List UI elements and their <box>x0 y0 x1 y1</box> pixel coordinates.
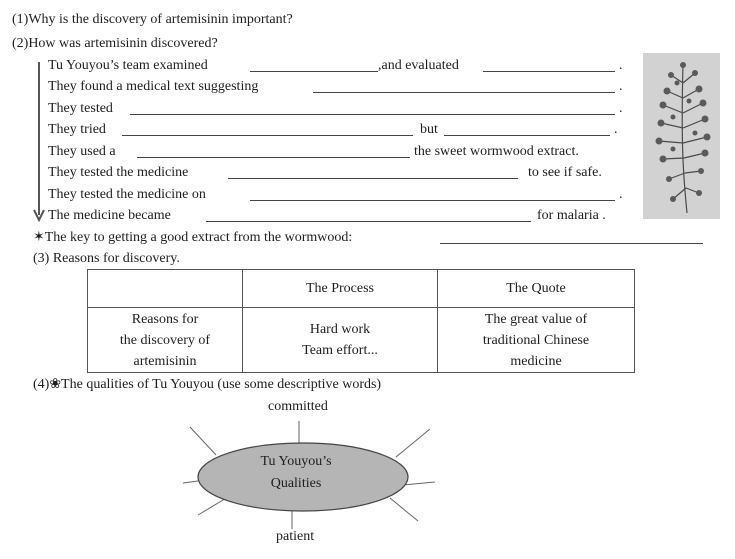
step-5-text: They used a <box>48 144 116 159</box>
blank-tried[interactable] <box>122 135 413 136</box>
step-1-text: Tu Youyou’s team examined <box>48 58 208 73</box>
blank-team-examined[interactable] <box>250 71 378 72</box>
sweet-wormwood-plant-icon <box>655 62 711 214</box>
quality-bottom-label: patient <box>276 529 315 544</box>
step-6-text-b: to see if safe. <box>528 165 602 180</box>
step-1-period: . <box>619 58 623 73</box>
question-4: (4)❀The qualities of Tu Youyou (use some… <box>33 377 382 392</box>
blank-tested[interactable] <box>130 114 615 115</box>
qualities-mind-map <box>182 421 436 529</box>
table-header-cell: The Quote <box>437 269 635 308</box>
blank-key-extract[interactable] <box>440 243 703 244</box>
table-header-cell <box>87 269 243 308</box>
table-header-row: The Process The Quote <box>87 269 635 308</box>
step-3-text: They tested <box>48 101 113 116</box>
blank-used-a[interactable] <box>137 157 410 158</box>
step-4-period: . <box>614 122 618 137</box>
key-extract-text: ✶The key to getting a good extract from … <box>33 230 353 245</box>
step-5-text-b: the sweet wormwood extract. <box>414 144 579 159</box>
step-2-period: . <box>619 79 623 94</box>
step-1-text-b: ,and evaluated <box>378 58 459 73</box>
qualities-ellipse <box>197 442 409 512</box>
blank-medicine-became[interactable] <box>206 221 531 222</box>
question-2: (2)How was artemisinin discovered? <box>12 36 218 51</box>
step-7-text: They tested the medicine on <box>48 187 206 202</box>
quality-top-label: committed <box>268 399 328 414</box>
step-2-text: They found a medical text suggesting <box>48 79 259 94</box>
step-8-text: The medicine became <box>48 208 171 223</box>
table-cell: Reasons for the discovery of artemisinin <box>87 307 243 373</box>
step-8-text-b: for malaria . <box>537 208 606 223</box>
table-row: Reasons for the discovery of artemisinin… <box>87 307 635 373</box>
qualities-center-label: Tu Youyou’s Qualities <box>260 454 332 491</box>
step-6-text: They tested the medicine <box>48 165 189 180</box>
blank-medical-text[interactable] <box>313 92 615 93</box>
step-4-text-b: but <box>420 122 438 137</box>
step-4-text: They tried <box>48 122 106 137</box>
mind-map-spokes <box>182 421 436 529</box>
step-7-period: . <box>619 187 623 202</box>
table-header-cell: The Process <box>242 269 438 308</box>
question-1: (1)Why is the discovery of artemisinin i… <box>12 12 293 27</box>
table-cell: The great value of traditional Chinese m… <box>437 307 635 373</box>
question-3: (3) Reasons for discovery. <box>33 251 180 266</box>
reasons-table: The Process The Quote Reasons for the di… <box>87 269 635 373</box>
blank-but[interactable] <box>444 135 610 136</box>
down-arrow-icon <box>33 62 45 223</box>
table-cell: Hard work Team effort... <box>242 307 438 373</box>
step-3-period: . <box>619 101 623 116</box>
sweet-wormwood-image <box>643 53 720 219</box>
blank-evaluated[interactable] <box>483 71 615 72</box>
blank-tested-on[interactable] <box>250 200 615 201</box>
blank-tested-medicine[interactable] <box>228 178 518 179</box>
